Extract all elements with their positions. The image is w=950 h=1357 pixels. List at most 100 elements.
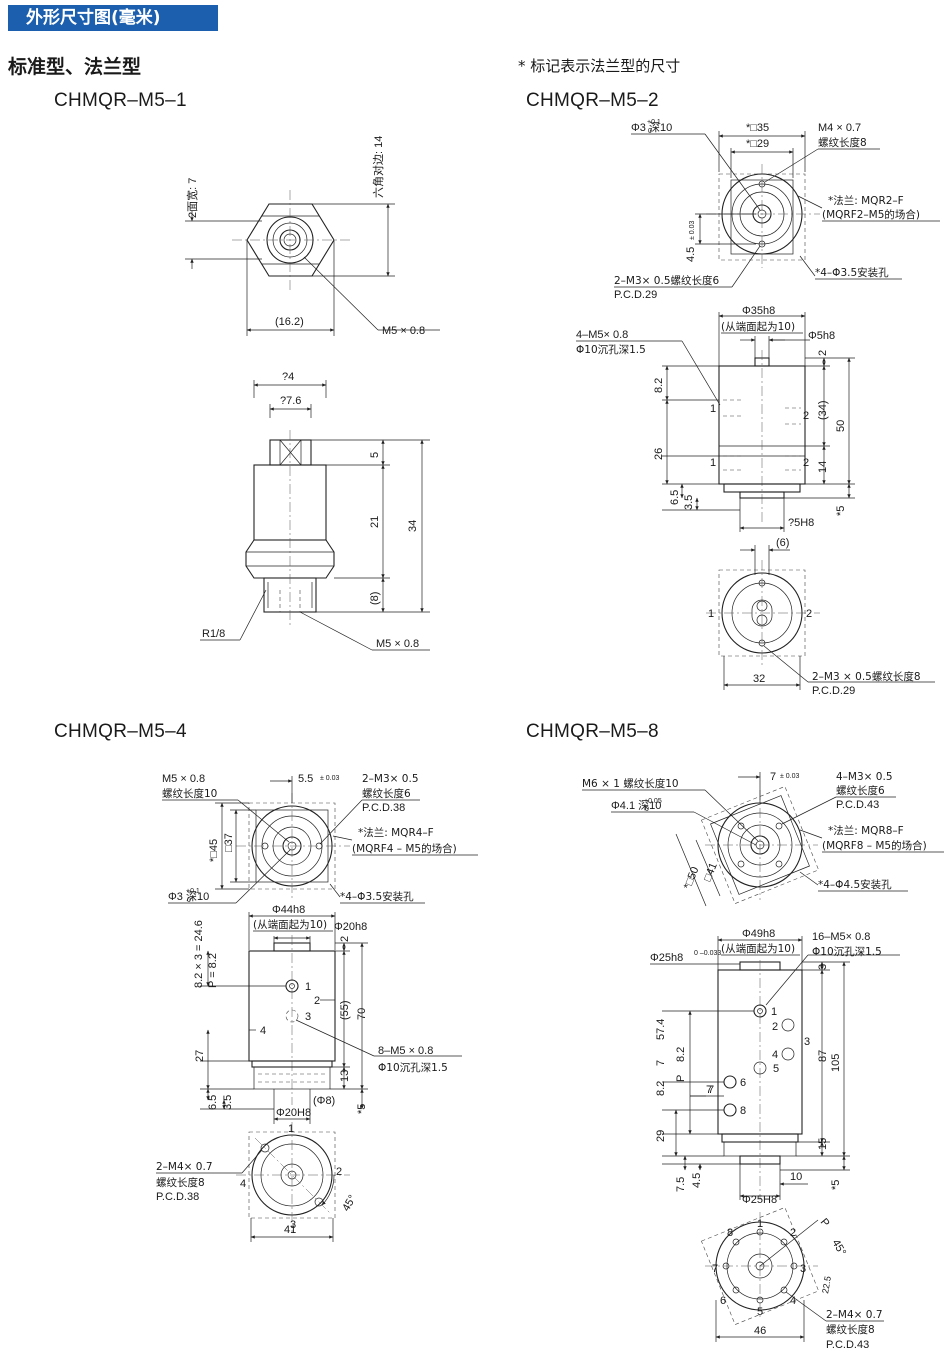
dim-5-star: *5 xyxy=(830,1180,842,1190)
dim-8-2-a: 8.2 xyxy=(675,1047,687,1062)
label-hole-depth: Φ3 深10 xyxy=(168,890,209,903)
port-label-2-bottom: 2 xyxy=(806,608,812,620)
dim-shaft-dia: Φ20h8 xyxy=(334,921,367,933)
dim-5-star: *5 xyxy=(356,1104,368,1114)
dim-shaft-dia: Φ5h8 xyxy=(808,330,835,342)
dim-57-4: 57.4 xyxy=(655,1019,667,1040)
dim-22-5: 22.5 xyxy=(820,1275,833,1294)
port-label-2-bottom: 2 xyxy=(336,1166,342,1178)
m5-1-side-view: ?4 ?7.6 5 21 xyxy=(200,371,430,651)
label-thread: M5 × 0.8 xyxy=(162,773,205,785)
dim-8-2-b: 8.2 xyxy=(655,1081,667,1096)
dim-13: 13 xyxy=(339,1070,351,1082)
model-title-m5-2: CHMQR–M5–2 xyxy=(526,90,659,111)
dim-8: (8) xyxy=(369,592,381,605)
port-label-3: 3 xyxy=(305,1011,311,1023)
port-label-7: 7 xyxy=(708,1084,714,1096)
port-label-4-bottom: 4 xyxy=(790,1295,796,1307)
dim-shaft-dia: Φ25h8 xyxy=(650,952,683,964)
tol-003: ± 0.03 xyxy=(780,773,800,780)
port-label-1: 1 xyxy=(305,981,311,993)
label-flange-model: *法兰: MQR8–F xyxy=(828,824,904,837)
m5-2-top-view: *□35 *□29 Φ3 深10 +0.1 0 M4 × 0.7 螺纹长度8 *… xyxy=(614,119,940,301)
dim-5-5: 5.5 xyxy=(298,773,313,785)
port-label-2a: 2 xyxy=(803,410,809,422)
dim-body-dia: Φ35h8 xyxy=(742,305,775,317)
port-label-1b: 1 xyxy=(710,457,716,469)
dim-3-5: 3.5 xyxy=(222,1095,234,1110)
label-m3-pcd: P.C.D.38 xyxy=(362,802,405,814)
dim-4-5: 4.5 xyxy=(691,1173,703,1188)
port-label-2-bottom: 2 xyxy=(790,1227,796,1239)
label-m3-pcd: P.C.D.43 xyxy=(836,799,879,811)
dim-2: 2 xyxy=(339,936,351,942)
label-flange-case: (MQRF4 – M5的场合) xyxy=(352,842,457,855)
dim-two-face-width: 2面宽: 7 xyxy=(185,178,199,218)
m5-2-bottom-view: (6) 1 2 32 2–M3 × 0.5螺纹长度8 P.C.D.29 xyxy=(706,537,935,697)
port-label-7-bottom: 7 xyxy=(712,1263,718,1275)
dim-2: 2 xyxy=(817,350,829,356)
label-m3-b: 螺纹长度6 xyxy=(836,784,885,797)
dim-3: 3 xyxy=(817,964,829,970)
dim-hex-across-flats: 六角对边: 14 xyxy=(371,136,385,198)
dim-body-dia: Φ44h8 xyxy=(272,904,305,916)
port-label-1-bottom: 1 xyxy=(708,608,714,620)
label-thread-m4-length: 螺纹长度8 xyxy=(818,136,867,149)
port-label-4: 4 xyxy=(772,1049,778,1061)
label-mount-holes: *4–Φ3.5安装孔 xyxy=(340,890,414,903)
dim-spigot: Φ20H8 xyxy=(276,1107,311,1119)
tol-005: +0.05 xyxy=(644,798,662,805)
port-label-3-bottom: 3 xyxy=(800,1263,806,1275)
port-label-2: 2 xyxy=(772,1021,778,1033)
dim-pitch: P = 8.2 xyxy=(207,953,219,988)
label-mount-holes: *4–Φ4.5安装孔 xyxy=(818,878,892,891)
dim-6-5: 6.5 xyxy=(669,490,681,505)
dim-87: 87 xyxy=(817,1050,829,1062)
tol-zero: 0 xyxy=(648,128,652,135)
dim-6-5: 6.5 xyxy=(207,1095,219,1110)
dim-21: 21 xyxy=(369,516,381,528)
dim-7: 7 xyxy=(770,771,776,783)
label-thread: M6 × 1 螺纹长度10 xyxy=(582,777,679,790)
label-r1-8: R1/8 xyxy=(202,628,225,640)
label-bottom-threads: 2–M4× 0.7 xyxy=(826,1309,883,1321)
dim-6-paren: (6) xyxy=(776,537,789,549)
port-label-1-bottom: 1 xyxy=(757,1218,763,1230)
label-from-end: (从端面起为10) xyxy=(253,918,327,931)
m5-4-top-view: M5 × 0.8 螺纹长度10 5.5 ± 0.03 2–M3× 0.5 螺纹长… xyxy=(162,773,478,904)
flange-note: * 标记表示法兰型的尺寸 xyxy=(518,57,681,75)
dim-width-16-2: (16.2) xyxy=(275,316,304,328)
dim-dia-inner: ?7.6 xyxy=(280,395,301,407)
dim-8-2: 8.2 xyxy=(653,378,665,393)
dim-7-vertical: 7 xyxy=(655,1060,667,1066)
label-ports-counterbore: Φ10沉孔深1.5 xyxy=(378,1061,448,1074)
label-thread-length: 螺纹长度10 xyxy=(162,787,217,800)
tol-plus: +0.1 xyxy=(186,888,200,895)
label-bottom-pcd: P.C.D.38 xyxy=(156,1191,199,1203)
label-mount-holes: *4–Φ3.5安装孔 xyxy=(815,266,889,279)
dim-spigot: ?5H8 xyxy=(788,517,814,529)
label-ports: 8–M5 × 0.8 xyxy=(378,1045,433,1057)
dim-5-star: *5 xyxy=(835,506,847,516)
tol-shaft: 0 –0.033 xyxy=(694,950,721,957)
m5-8-top-view: M6 × 1 螺纹长度10 7 ± 0.03 4–M3× 0.5 螺纹长度6 P… xyxy=(582,771,944,907)
label-hole-depth: Φ4.1 深10 xyxy=(611,799,661,812)
tol-plus: +0.1 xyxy=(647,119,661,126)
dim-29: 29 xyxy=(655,1130,667,1142)
port-label-4-bottom: 4 xyxy=(240,1178,246,1190)
label-pcd: P.C.D.29 xyxy=(614,289,657,301)
label-bottom-pcd: P.C.D.43 xyxy=(826,1339,869,1351)
dim-10: 10 xyxy=(790,1171,802,1183)
dim-dia-top: ?4 xyxy=(282,371,294,383)
tol-zero: 0 xyxy=(187,897,191,904)
section-title: 标准型、法兰型 xyxy=(8,56,142,78)
label-m3-a: 2–M3× 0.5 xyxy=(362,773,419,785)
dim-15: 15 xyxy=(817,1138,829,1150)
dim-sq41: □41 xyxy=(702,861,720,883)
label-flange-case: (MQRF8 – M5的场合) xyxy=(822,839,927,852)
dim-34: 34 xyxy=(407,520,419,532)
label-from-end: (从端面起为10) xyxy=(721,942,795,955)
dim-width-32: 32 xyxy=(753,673,765,685)
label-thread-top: M5 × 0.8 xyxy=(382,325,425,337)
